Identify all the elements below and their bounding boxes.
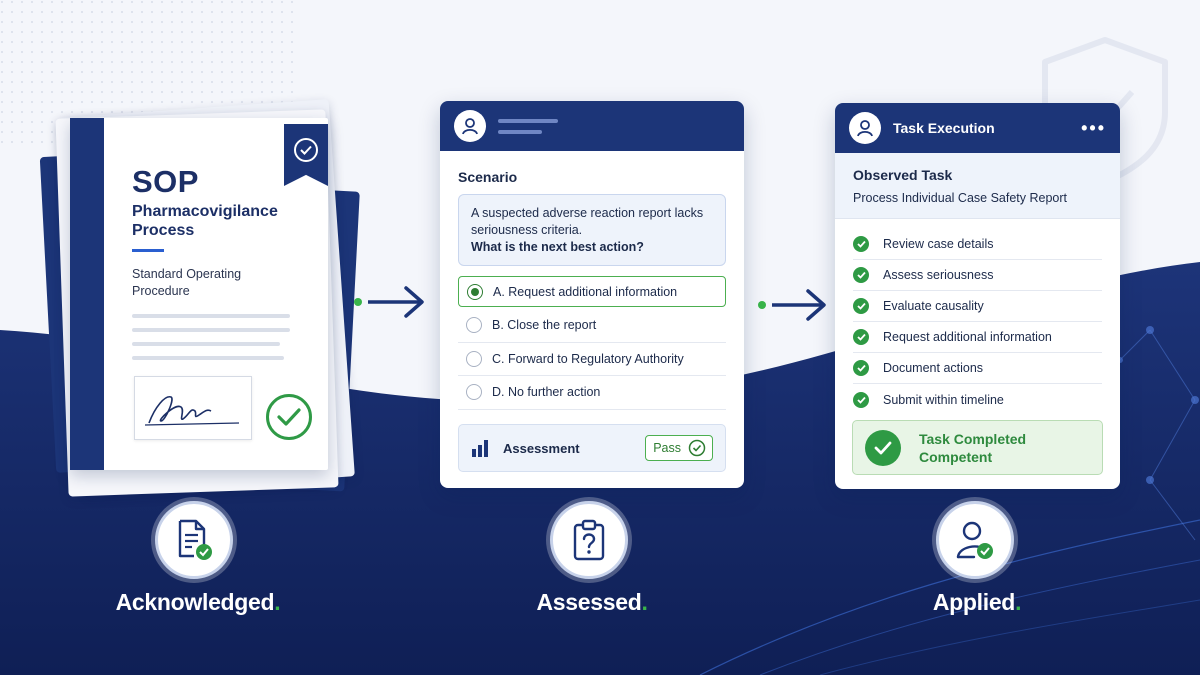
competency-status: Competent xyxy=(919,448,993,465)
check-icon xyxy=(853,329,869,345)
radio-icon[interactable] xyxy=(466,384,482,401)
completion-status: Task Completed xyxy=(919,430,1027,447)
sop-document: SOP Pharmacovigilance Process Standard O… xyxy=(70,118,328,470)
answer-options: A. Request additional information B. Clo… xyxy=(458,276,726,410)
checklist-item-label: Review case details xyxy=(883,237,994,251)
text-line xyxy=(132,328,290,332)
checklist-item-label: Document actions xyxy=(883,361,984,375)
text-line xyxy=(132,314,290,318)
checklist-item: Review case details xyxy=(853,229,1102,260)
ribbon-check-icon xyxy=(294,138,318,162)
signature-icon xyxy=(144,396,240,426)
checklist-item-label: Request additional information xyxy=(883,330,1052,344)
observed-task-label: Observed Task xyxy=(853,167,953,183)
assessment-label: Assessment xyxy=(503,440,580,456)
task-completed-banner: Task Completed Competent xyxy=(852,420,1103,475)
user-icon xyxy=(849,112,881,144)
text-line xyxy=(132,342,280,346)
text-line xyxy=(132,356,284,360)
check-icon xyxy=(853,391,869,408)
option-label: C. Forward to Regulatory Authority xyxy=(492,351,684,366)
document-check-icon xyxy=(178,519,212,560)
pass-badge: Pass xyxy=(645,435,713,461)
option-label: D. No further action xyxy=(492,385,601,400)
radio-selected-icon[interactable] xyxy=(467,283,483,300)
step-applied-circle xyxy=(936,501,1014,579)
assessment-row: Assessment Pass xyxy=(458,424,726,472)
checklist-item-label: Submit within timeline xyxy=(883,392,1004,407)
check-icon xyxy=(853,360,869,376)
radio-icon[interactable] xyxy=(466,317,482,334)
user-icon xyxy=(454,110,486,142)
pass-label: Pass xyxy=(653,441,681,455)
checklist-item-label: Assess seriousness xyxy=(883,268,994,282)
task-checklist: Review case details Assess seriousness E… xyxy=(853,229,1102,415)
option-a[interactable]: A. Request additional information xyxy=(458,276,726,307)
document-spine xyxy=(70,118,104,470)
card-header xyxy=(440,101,744,151)
checklist-item: Document actions xyxy=(853,353,1102,384)
option-label: A. Request additional information xyxy=(493,284,678,299)
option-label: B. Close the report xyxy=(492,318,597,333)
card-header: Task Execution ••• xyxy=(835,103,1120,153)
option-b[interactable]: B. Close the report xyxy=(458,309,726,343)
title-underline xyxy=(132,249,164,252)
step-label-acknowledged: Acknowledged. xyxy=(115,589,281,615)
scenario-question: What is the next best action? xyxy=(471,240,644,254)
document-description: Standard Operating Procedure xyxy=(132,267,242,298)
step-assessed-circle xyxy=(550,501,628,579)
more-options-icon[interactable]: ••• xyxy=(1081,117,1106,138)
completed-check-icon xyxy=(865,429,901,466)
checklist-item: Assess seriousness xyxy=(853,260,1102,291)
sop-document-stack: SOP Pharmacovigilance Process Standard O… xyxy=(39,99,360,500)
document-subtitle: Pharmacovigilance Process xyxy=(132,203,278,239)
task-execution-card: Task Execution ••• Observed Task Process… xyxy=(835,103,1120,489)
clipboard-question-icon xyxy=(573,519,605,561)
checklist-item-label: Evaluate causality xyxy=(883,299,984,313)
certified-ribbon xyxy=(284,124,328,186)
check-icon xyxy=(853,267,869,283)
bar-chart-icon xyxy=(472,440,488,457)
checklist-item: Submit within timeline xyxy=(853,384,1102,415)
scenario-box: A suspected adverse reaction report lack… xyxy=(458,194,726,266)
option-c[interactable]: C. Forward to Regulatory Authority xyxy=(458,343,726,376)
option-d[interactable]: D. No further action xyxy=(458,376,726,410)
step-label-applied: Applied. xyxy=(932,589,1022,615)
check-icon xyxy=(853,236,869,252)
pass-check-icon xyxy=(688,439,706,457)
scenario-card: Scenario A suspected adverse reaction re… xyxy=(440,101,744,488)
header-placeholder-lines xyxy=(498,118,558,134)
checklist-item: Request additional information xyxy=(853,322,1102,353)
check-icon xyxy=(853,298,869,314)
step-label-assessed: Assessed. xyxy=(536,589,648,615)
radio-icon[interactable] xyxy=(466,350,482,367)
scenario-text: A suspected adverse reaction report lack… xyxy=(471,206,704,237)
observed-task-section: Observed Task Process Individual Case Sa… xyxy=(835,153,1120,219)
document-title: SOP xyxy=(132,164,199,199)
user-check-icon xyxy=(956,521,993,559)
signature-box xyxy=(134,376,252,440)
step-acknowledged-circle xyxy=(155,501,233,579)
flow-arrow-icon xyxy=(354,286,424,318)
card-title: Task Execution xyxy=(893,120,995,136)
checklist-item: Evaluate causality xyxy=(853,291,1102,322)
approved-check-icon xyxy=(266,394,312,440)
observed-task-value: Process Individual Case Safety Report xyxy=(853,191,1067,205)
flow-arrow-icon xyxy=(758,289,826,321)
scenario-label: Scenario xyxy=(458,169,518,185)
